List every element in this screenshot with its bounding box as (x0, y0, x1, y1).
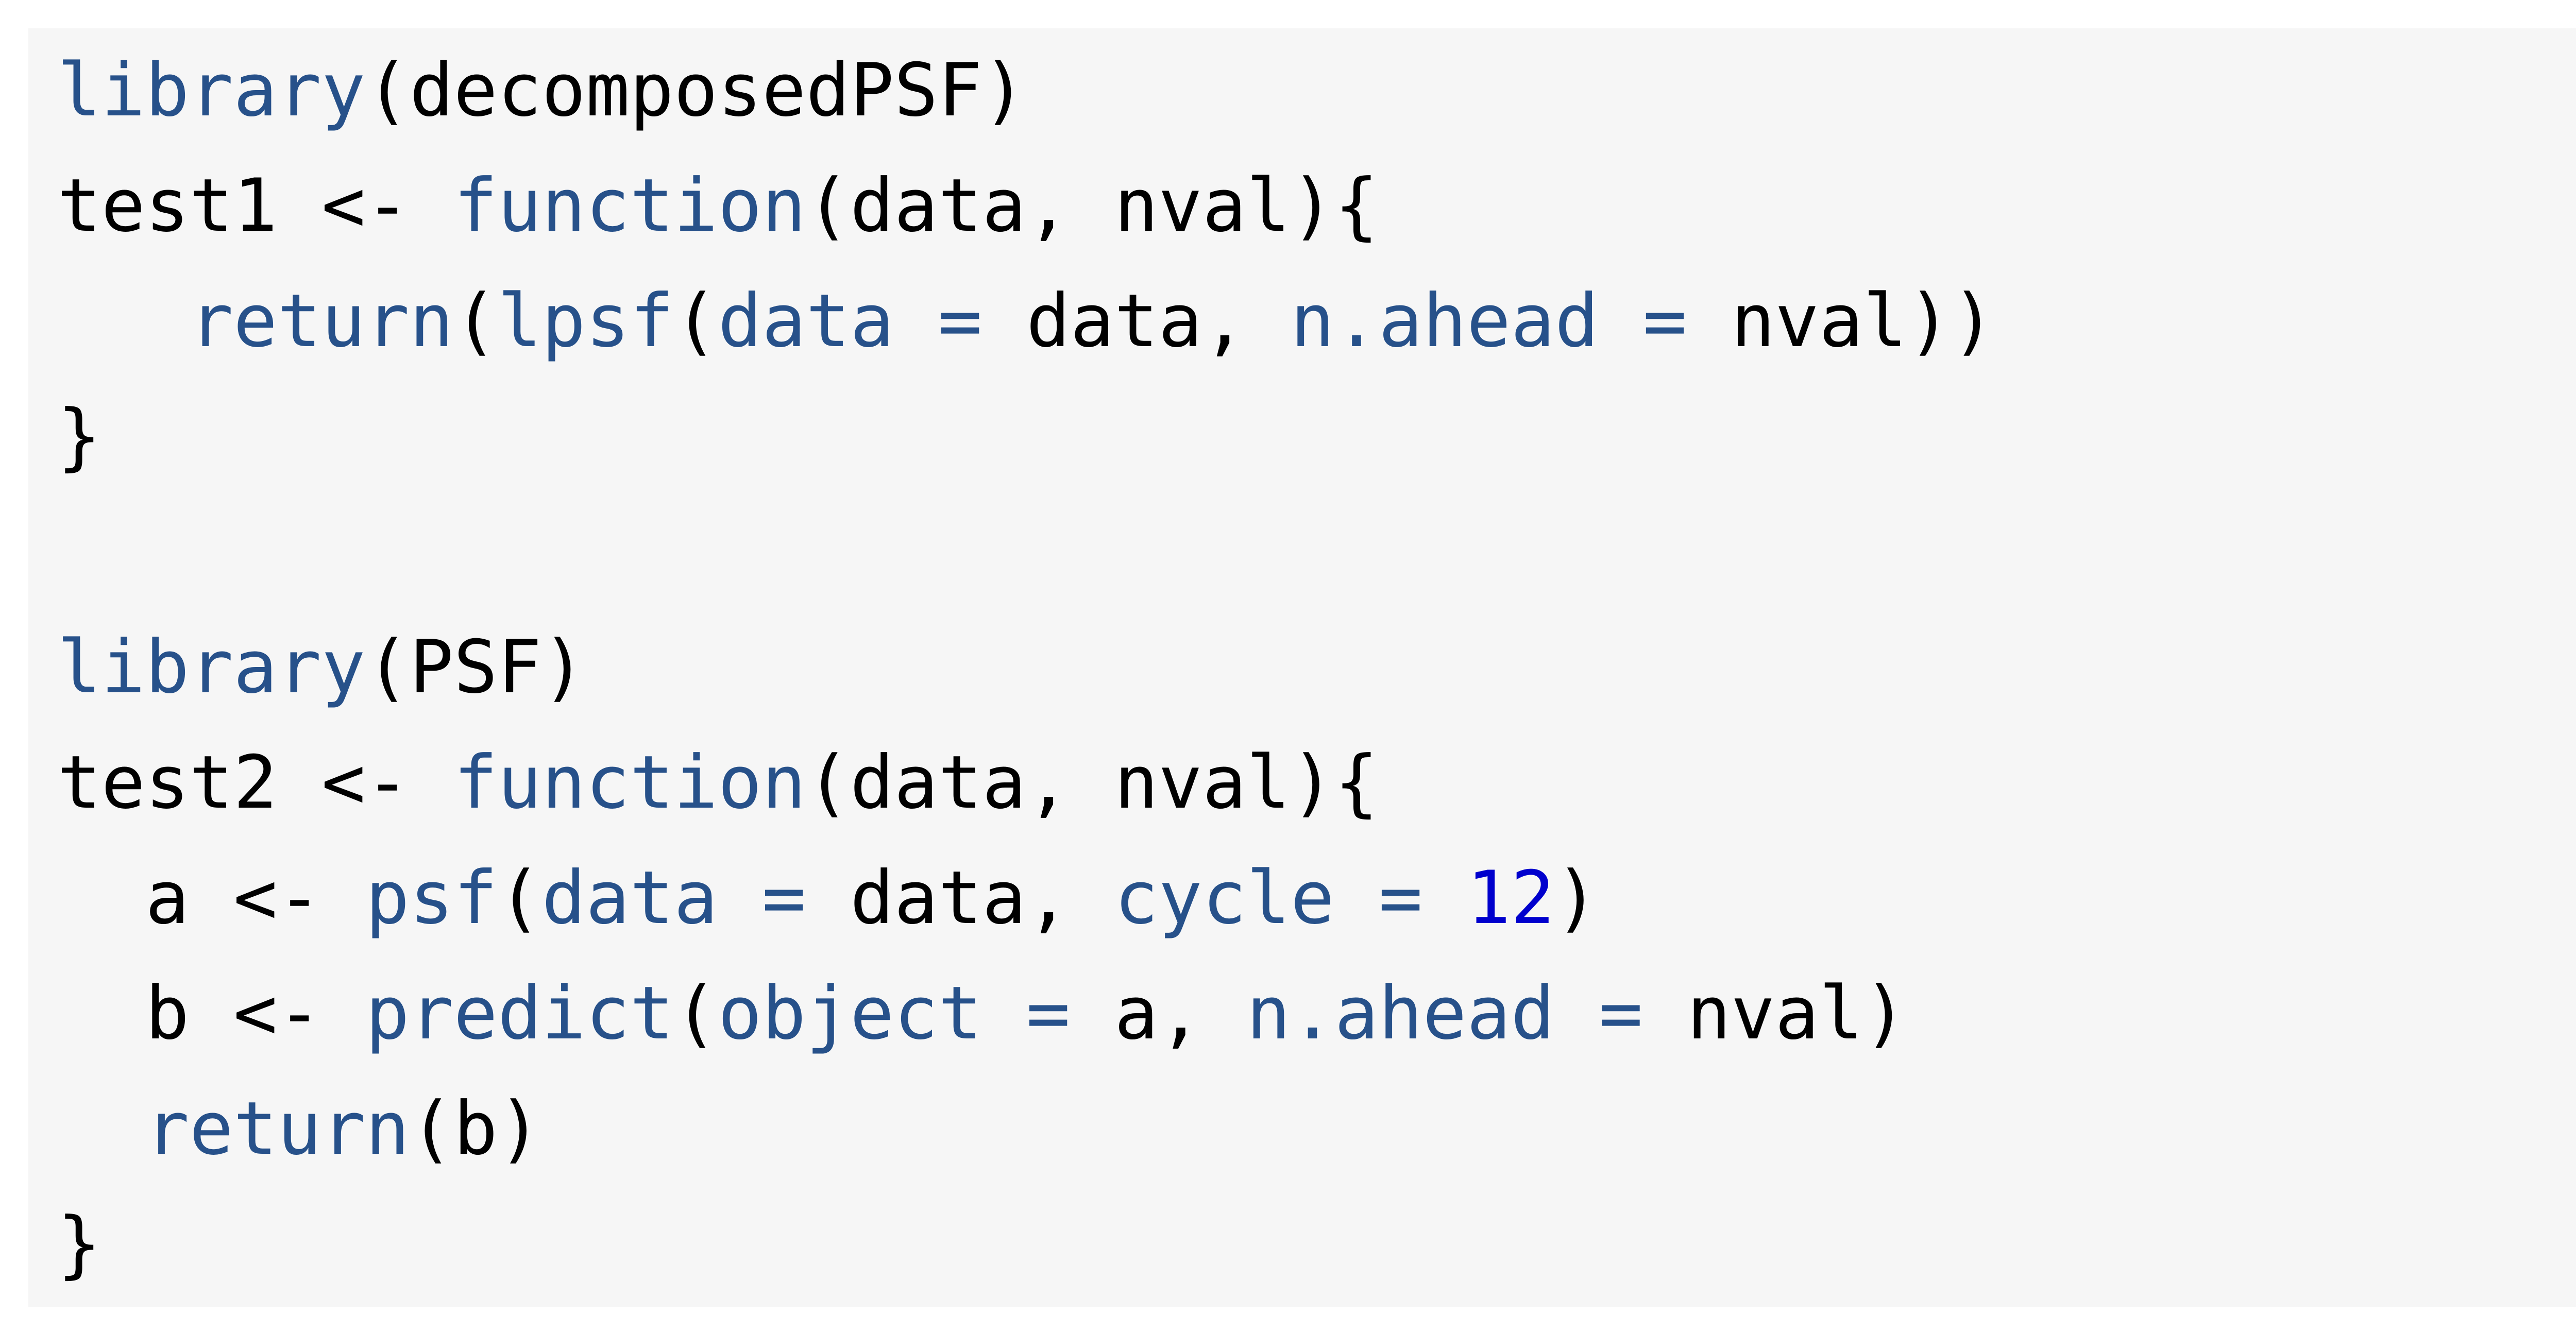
code-token-keyword: lpsf (497, 279, 674, 364)
code-token-plain (718, 856, 762, 941)
code-token-plain: ( (673, 971, 718, 1056)
code-line: return(lpsf(data = data, n.ahead = nval)… (57, 264, 2576, 379)
code-token-keyword: psf (365, 856, 498, 941)
code-token-plain (894, 279, 938, 364)
code-token-keyword: function (453, 740, 806, 825)
code-line: } (57, 1187, 2576, 1302)
code-block: library(decomposedPSF)test1 <- function(… (28, 28, 2576, 1307)
code-token-number: 12 (1466, 856, 1555, 941)
code-token-plain (1599, 279, 1643, 364)
code-line: return(b) (57, 1071, 2576, 1187)
code-token-keyword: data (718, 279, 894, 364)
code-line: } (57, 379, 2576, 494)
code-token-plain (982, 971, 1026, 1056)
code-token-plain: nval)) (1687, 279, 1995, 364)
code-token-plain: nval) (1642, 971, 1907, 1056)
code-token-keyword: = (1599, 971, 1643, 1056)
code-token-keyword: = (938, 279, 982, 364)
code-token-keyword: data (541, 856, 718, 941)
code-token-plain: (b) (409, 1086, 542, 1171)
code-token-plain (1334, 856, 1379, 941)
code-token-keyword: = (1026, 971, 1071, 1056)
code-token-plain: ( (497, 856, 542, 941)
code-line: b <- predict(object = a, n.ahead = nval) (57, 956, 2576, 1071)
code-token-keyword: = (1378, 856, 1423, 941)
code-token-keyword: library (57, 625, 366, 710)
code-line: library(decomposedPSF) (57, 33, 2576, 148)
code-token-plain: (decomposedPSF) (365, 48, 1026, 133)
code-token-plain: ( (673, 279, 718, 364)
code-line: library(PSF) (57, 610, 2576, 725)
code-token-plain: a <- (57, 856, 366, 941)
code-token-keyword: = (761, 856, 806, 941)
code-token-keyword: cycle (1114, 856, 1335, 941)
code-token-plain (1555, 971, 1599, 1056)
code-token-keyword: n.ahead (1290, 279, 1599, 364)
code-token-plain (1422, 856, 1467, 941)
code-token-keyword: library (57, 48, 366, 133)
code-token-plain: (data, nval){ (806, 163, 1379, 248)
code-token-plain: a, (1070, 971, 1247, 1056)
code-token-plain: } (57, 394, 101, 479)
code-token-plain: data, (982, 279, 1291, 364)
code-line: test2 <- function(data, nval){ (57, 725, 2576, 841)
code-token-keyword: function (453, 163, 806, 248)
code-token-plain (57, 1086, 145, 1171)
code-token-plain (57, 279, 189, 364)
code-line (57, 494, 2576, 610)
code-token-keyword: predict (365, 971, 674, 1056)
code-token-keyword: n.ahead (1246, 971, 1555, 1056)
code-token-plain: (data, nval){ (806, 740, 1379, 825)
code-token-plain: ) (1554, 856, 1599, 941)
code-token-keyword: return (189, 279, 454, 364)
code-token-plain: ( (453, 279, 498, 364)
code-token-plain: test1 <- (57, 163, 454, 248)
code-token-plain: b <- (57, 971, 366, 1056)
code-token-keyword: return (145, 1086, 410, 1171)
code-token-keyword: object (718, 971, 982, 1056)
code-token-keyword: = (1642, 279, 1687, 364)
code-token-plain: data, (806, 856, 1114, 941)
code-line: a <- psf(data = data, cycle = 12) (57, 841, 2576, 956)
code-token-plain: } (57, 1202, 101, 1287)
code-token-plain: (PSF) (365, 625, 586, 710)
code-token-plain: test2 <- (57, 740, 454, 825)
code-line: test1 <- function(data, nval){ (57, 148, 2576, 264)
